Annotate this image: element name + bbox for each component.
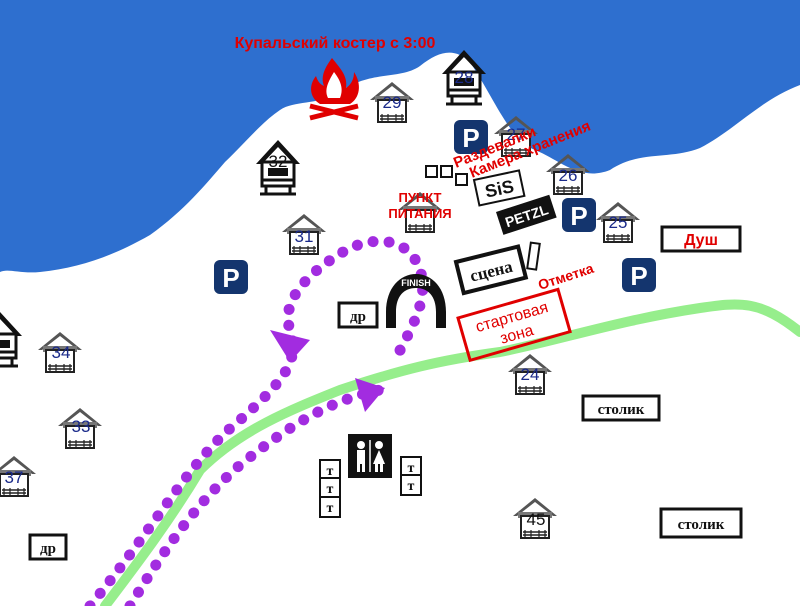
toilet-label: т	[327, 464, 334, 479]
house-34-number: 34	[52, 343, 71, 362]
table-box-2	[659, 507, 743, 539]
wc-icon	[348, 434, 392, 478]
toilet-column-right: т т	[400, 456, 422, 496]
house-26-number: 26	[559, 166, 578, 185]
route-purple-left	[84, 235, 429, 606]
changing-room-box	[425, 165, 438, 178]
table-label-2: столик	[678, 517, 725, 533]
parking-icon-3	[214, 260, 248, 294]
house-29-number: 29	[383, 93, 402, 112]
shower-label: Душ	[684, 232, 718, 249]
parking-icon-2	[562, 198, 596, 232]
toilet-label: т	[327, 482, 334, 497]
dr-label-1: др	[350, 309, 366, 325]
house-37-number: 37	[5, 468, 24, 487]
toilet-label: т	[408, 479, 415, 494]
house-25-number: 25	[609, 213, 628, 232]
parking-icon-4	[622, 258, 656, 292]
shower-box	[660, 225, 742, 253]
toilet-column-left: т т т	[319, 459, 341, 518]
arrow-right-icon	[355, 378, 385, 412]
campfire-icon	[309, 58, 359, 121]
table-box-1	[581, 394, 661, 422]
dr-box-2	[28, 533, 68, 561]
campfire-label: Купальский костер с 3:00	[235, 35, 436, 52]
checkpoint-marker	[526, 241, 541, 271]
dr-label-2: др	[40, 541, 56, 557]
storage-box	[455, 173, 468, 186]
table-label-1: столик	[598, 402, 645, 418]
house-33-number: 33	[72, 417, 91, 436]
finish-arch-icon: FINISH	[386, 274, 446, 328]
cabin-32-number: 32	[269, 152, 288, 171]
cabin-28-number: 28	[455, 68, 474, 87]
house-24-number: 24	[521, 365, 540, 384]
stage: сцена	[453, 244, 529, 296]
dr-box-1	[337, 301, 379, 329]
food-point-label-1: ПУНКТ	[398, 190, 441, 205]
house-45-number: 45	[527, 510, 546, 529]
lake-water	[0, 0, 800, 273]
food-point-label-2: ПИТАНИЯ	[388, 206, 451, 221]
house-31-number: 31	[295, 227, 314, 246]
toilet-label: т	[408, 461, 415, 476]
checkpoint-label: Отметка	[536, 260, 596, 293]
changing-room-box	[440, 165, 453, 178]
arrow-down-icon	[270, 330, 310, 362]
route-purple-right	[124, 384, 386, 606]
finish-label: FINISH	[401, 278, 431, 288]
route-green	[100, 299, 800, 606]
house-27-number: 27	[507, 125, 526, 144]
toilet-label: т	[327, 501, 334, 516]
cabin-edge	[0, 310, 24, 368]
sis-logo: SiS	[472, 169, 526, 207]
